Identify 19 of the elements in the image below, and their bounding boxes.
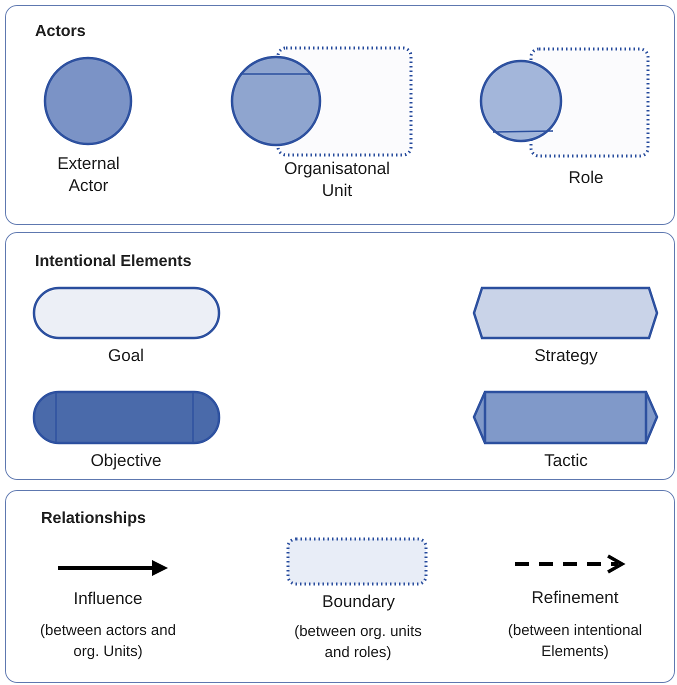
- panel: [5, 490, 675, 683]
- node-label: Role: [568, 167, 604, 189]
- node-label: Organisatonal Unit: [283, 158, 391, 202]
- node-label: Objective: [90, 450, 162, 472]
- panel-heading: Intentional Elements: [35, 253, 192, 271]
- caption: Refinement: [530, 587, 620, 609]
- panel-heading: Relationships: [41, 510, 146, 528]
- node-label: Tactic: [543, 450, 589, 472]
- panel-heading: Actors: [35, 23, 86, 41]
- node-label: Boundary: [321, 591, 396, 613]
- panel: [5, 232, 675, 480]
- panel: [5, 5, 675, 225]
- description: (between org. units and roles): [293, 622, 423, 663]
- node-label: External Actor: [56, 153, 121, 197]
- caption: Influence: [72, 588, 144, 610]
- node-label: Strategy: [533, 345, 599, 367]
- description: (between intentional Elements): [506, 621, 644, 662]
- node-label: Goal: [107, 345, 145, 367]
- description: (between actors and org. Units): [39, 621, 177, 662]
